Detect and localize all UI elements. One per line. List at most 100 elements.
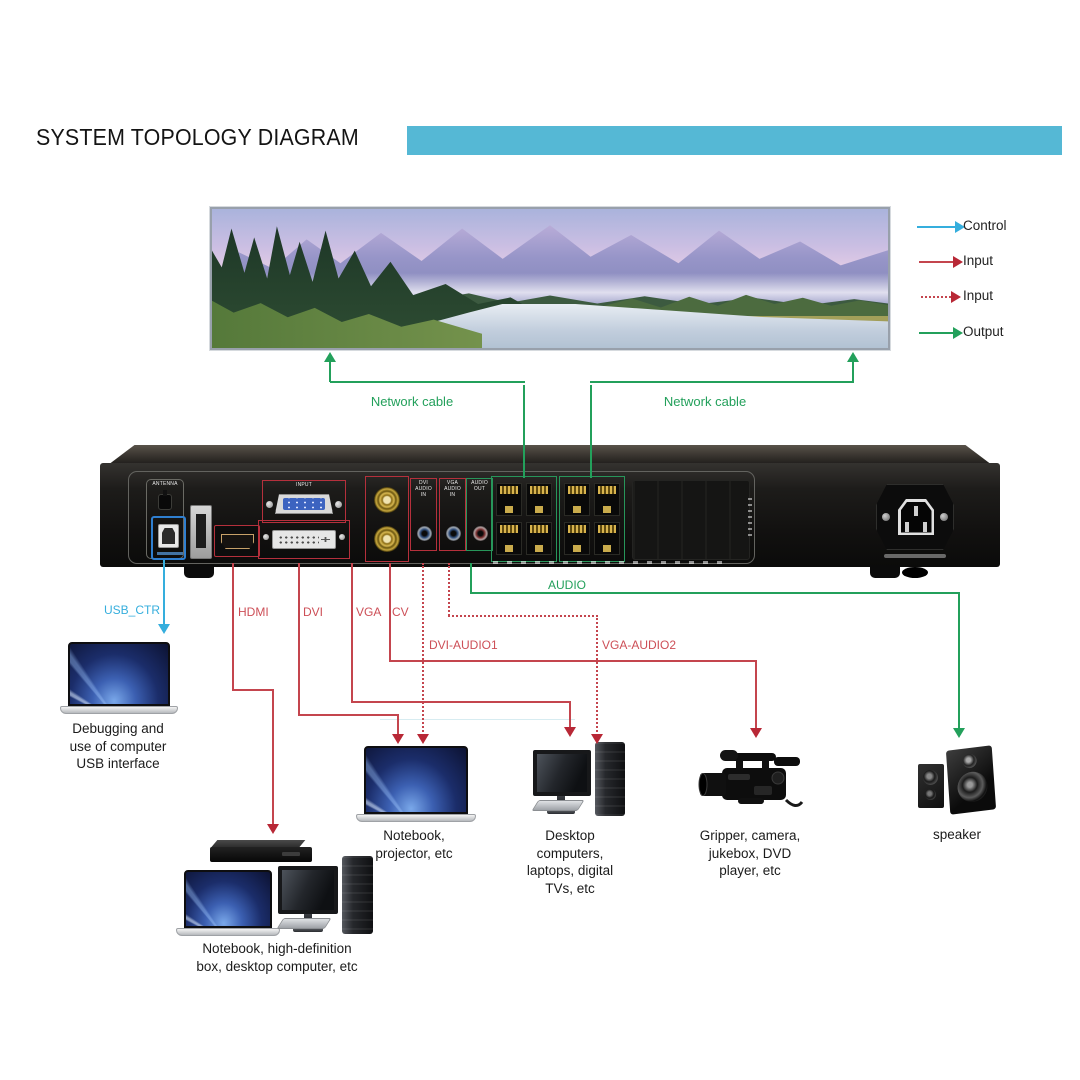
video-processor: ANTENNA INPUT DVI AUDIO IN bbox=[100, 443, 1000, 583]
hdmi-arrow-icon bbox=[267, 824, 279, 834]
vga-screw-left-icon bbox=[266, 501, 273, 508]
notebook-projector-caption: Notebook, projector, etc bbox=[375, 828, 453, 861]
network-arrow-left-icon bbox=[324, 352, 336, 362]
network-cable-line-left-h bbox=[330, 381, 525, 383]
rj45-port-icon bbox=[496, 522, 522, 555]
network-cable-line-right-h bbox=[590, 381, 854, 383]
network-cable-line-left-v bbox=[329, 360, 331, 382]
vga-audio2-label: VGA-AUDIO2 bbox=[602, 638, 677, 652]
pc-monitor-icon bbox=[533, 750, 591, 796]
network-cable-line-right bbox=[590, 385, 592, 478]
ethernet-led-labels bbox=[493, 561, 723, 564]
blank-expansion-slots bbox=[632, 480, 750, 560]
desktop-computer bbox=[531, 742, 628, 822]
power-screw-right-icon bbox=[940, 513, 948, 521]
pc-keyboard-icon bbox=[531, 800, 585, 811]
usb-control-line bbox=[163, 560, 165, 626]
hdmi-line-h bbox=[232, 689, 274, 691]
ethernet-ports-1 bbox=[491, 476, 557, 562]
rj45-port-icon bbox=[564, 483, 590, 516]
debug-computer bbox=[60, 642, 178, 714]
vga-audio-in-port: VGA AUDIO IN bbox=[439, 478, 466, 551]
cv-bnc-ports bbox=[365, 476, 409, 562]
landscape-image bbox=[212, 209, 888, 348]
vga-audio-in-label: VGA AUDIO IN bbox=[444, 480, 461, 498]
antenna-jack-icon bbox=[158, 490, 172, 510]
vga-audio2-line-v2 bbox=[596, 615, 598, 736]
bnc-connector-2-icon bbox=[374, 526, 400, 552]
vga-arrow-icon bbox=[564, 727, 576, 737]
audio-line-h bbox=[470, 592, 960, 594]
cv-line-v2 bbox=[755, 660, 757, 730]
rj45-port-icon bbox=[526, 522, 552, 555]
desktop-computer-caption: Desktop computers, laptops, digital TVs,… bbox=[526, 828, 614, 896]
dvi-audio-in-label: DVI AUDIO IN bbox=[415, 480, 432, 498]
hd-box-front-icon bbox=[210, 847, 312, 862]
control-arrow-icon bbox=[955, 221, 965, 233]
device-foot-left bbox=[184, 565, 214, 578]
speaker-caption: speaker bbox=[932, 827, 982, 842]
vga-input-label: INPUT bbox=[296, 482, 312, 488]
usb-b-port bbox=[151, 516, 186, 560]
vga-audio2-line-v1 bbox=[448, 563, 450, 616]
vga-audio-jack-icon bbox=[446, 526, 461, 541]
audio-out-jack-icon bbox=[473, 526, 488, 541]
laptop-screen-icon bbox=[364, 746, 468, 814]
rj45-port-icon bbox=[594, 522, 620, 555]
laptop-base-icon bbox=[176, 928, 280, 936]
hdmi-port bbox=[214, 525, 260, 557]
dvi-port bbox=[258, 520, 350, 559]
usb-ctr-label: USB_CTR bbox=[104, 603, 161, 617]
rj45-port-icon bbox=[526, 483, 552, 516]
laptop-screen-icon bbox=[68, 642, 170, 706]
input-arrow-icon bbox=[953, 256, 963, 268]
vga-connector-icon bbox=[275, 494, 333, 514]
vga-line-v2 bbox=[569, 701, 571, 729]
audio-line-v2 bbox=[958, 592, 960, 730]
debug-computer-caption: Debugging and use of computer USB interf… bbox=[69, 721, 167, 771]
video-camera bbox=[698, 748, 810, 821]
legend-label-control: Control bbox=[963, 218, 1007, 233]
usb-a-port bbox=[190, 505, 212, 559]
vga-label: VGA bbox=[356, 605, 382, 619]
camera-icon bbox=[698, 750, 804, 807]
hdmi-line-v2 bbox=[272, 689, 274, 826]
bnc-connector-1-icon bbox=[374, 487, 400, 513]
dvi-line-v1 bbox=[298, 563, 300, 716]
speaker bbox=[918, 745, 998, 815]
laptop-base-icon bbox=[356, 814, 476, 822]
speaker-large-icon bbox=[945, 745, 997, 815]
desktop-computer-bottom bbox=[276, 856, 376, 940]
device-foot-right bbox=[870, 565, 900, 578]
network-cable-line-left bbox=[523, 385, 525, 478]
legend-label-output: Output bbox=[963, 324, 1004, 339]
vga-screw-right-icon bbox=[335, 501, 342, 508]
vga-input-port: INPUT bbox=[262, 480, 346, 523]
dvi-connector-icon bbox=[272, 530, 336, 549]
device-port-panel bbox=[128, 471, 755, 564]
usb-b-tag bbox=[157, 552, 183, 555]
notebook-hd-caption: Notebook, high-definition box, desktop c… bbox=[196, 941, 358, 974]
dvi-audio1-arrow-icon bbox=[417, 734, 429, 744]
hdmi-line-v1 bbox=[232, 563, 234, 691]
reflection-artifact bbox=[380, 719, 575, 720]
dvi-audio1-line bbox=[422, 563, 424, 736]
title-accent-bar bbox=[407, 126, 1062, 155]
dvi-label: DVI bbox=[303, 605, 324, 619]
output-line-icon bbox=[919, 332, 955, 334]
panel-side-text bbox=[748, 498, 752, 538]
dvi-audio-in-port: DVI AUDIO IN bbox=[410, 478, 437, 551]
control-line-icon bbox=[917, 226, 957, 228]
antenna-label: ANTENNA bbox=[152, 481, 178, 487]
cv-line-v1 bbox=[389, 563, 391, 662]
legend-label-input-dotted: Input bbox=[963, 288, 994, 303]
cv-arrow-icon bbox=[750, 728, 762, 738]
pc-monitor-foot-icon bbox=[293, 927, 323, 932]
vga-line-v1 bbox=[351, 563, 353, 703]
notebook-projector bbox=[356, 746, 476, 822]
power-socket-icon bbox=[898, 499, 934, 535]
rj45-port-icon bbox=[564, 522, 590, 555]
led-display-screen bbox=[210, 207, 890, 350]
hdmi-label: HDMI bbox=[238, 605, 269, 619]
